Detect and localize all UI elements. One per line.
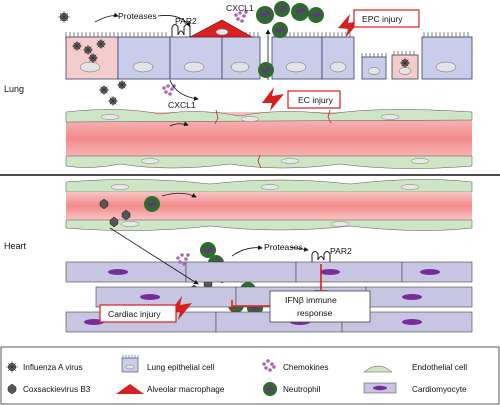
chemokines-cluster-heart [176, 253, 190, 266]
epithelial-cell [221, 36, 261, 80]
epithelial-cell [169, 36, 223, 80]
legend-label: Endothelial cell [412, 363, 467, 372]
epithelial-cell [321, 36, 355, 80]
cxcl1-label-mid: CXCL1 [168, 100, 196, 110]
cardiac-injury-label: Cardiac injury [108, 309, 161, 319]
epc-injury-label: EPC injury [362, 14, 403, 24]
lung-blood-vessel [65, 109, 473, 169]
par2-receptor-icon [171, 24, 191, 37]
arrow [161, 192, 197, 198]
lung-label: Lung [4, 84, 24, 94]
endothelium-bottom [65, 155, 473, 169]
arrow [289, 246, 309, 252]
ec-injury-label: EC injury [298, 95, 334, 105]
arrow [231, 245, 263, 257]
arrow [94, 12, 119, 23]
endothelial-cell-icon [363, 365, 393, 373]
cxcl1-label-top: CXCL1 [226, 3, 254, 13]
heart-section: Heart [4, 179, 473, 333]
influenza-a-virus-icon [6, 361, 18, 373]
proteases-label-heart: Proteases [264, 242, 303, 252]
par2-receptor-icon [311, 251, 331, 262]
lung-section: Lung [4, 1, 473, 169]
proteases-label-lung: Proteases [118, 11, 157, 21]
chemokines-icon [262, 359, 276, 372]
legend: Influenza A virus Coxsackievirus B3 Lung… [0, 346, 500, 405]
legend-label: Alveolar macrophage [147, 385, 225, 394]
epithelial-cell [117, 36, 171, 80]
lung-epithelial-cell-icon [121, 355, 139, 373]
lightning-injury-icon [170, 296, 192, 320]
endothelium-top [65, 109, 473, 123]
cardiac-injury-box [99, 304, 177, 323]
coxsackievirus-b3-icon [7, 383, 17, 395]
influenza-virus-group [58, 11, 410, 106]
arrow [169, 79, 199, 101]
alveolar-macrophage-icon [116, 384, 144, 394]
ifn-label-line2: response [297, 308, 333, 318]
inhibition-marker [231, 300, 270, 312]
chemokines-cluster [162, 10, 248, 96]
arrow [157, 15, 191, 27]
legend-label: Lung epithelial cell [147, 363, 215, 372]
ec-injury-box [287, 90, 341, 109]
epithelial-cell-infected [65, 36, 119, 80]
epithelial-cell [271, 36, 323, 80]
legend-label: Neutrophil [283, 385, 321, 394]
arrow [109, 227, 199, 285]
lightning-injury-icon [338, 14, 360, 37]
par2-label-heart: PAR2 [330, 246, 352, 256]
legend-box [0, 346, 500, 405]
legend-label: Coxsackievirus B3 [23, 385, 91, 394]
par2-label-lung: PAR2 [175, 16, 197, 26]
ifn-response-box [269, 290, 371, 323]
cardiomyocyte-icon [363, 382, 397, 394]
lung-epithelium [65, 19, 473, 80]
neutrophil-icon [263, 382, 277, 396]
heart-label: Heart [4, 241, 27, 251]
legend-label: Influenza A virus [23, 363, 83, 372]
alveolar-macrophage [189, 19, 254, 38]
heart-blood-vessel [65, 179, 473, 231]
lightning-injury-icon [262, 87, 284, 111]
cardiomyocyte-tissue [65, 261, 473, 333]
epc-injury-box [353, 9, 420, 28]
ifn-label-line1: IFNβ immune [285, 295, 337, 305]
macrophage-nucleus [215, 28, 229, 36]
epithelial-cell-damaged [361, 56, 387, 80]
legend-label: Cardiomyocyte [412, 385, 467, 394]
legend-label: Chemokines [283, 363, 329, 372]
arrow [169, 121, 189, 127]
epithelial-cell [421, 36, 473, 80]
